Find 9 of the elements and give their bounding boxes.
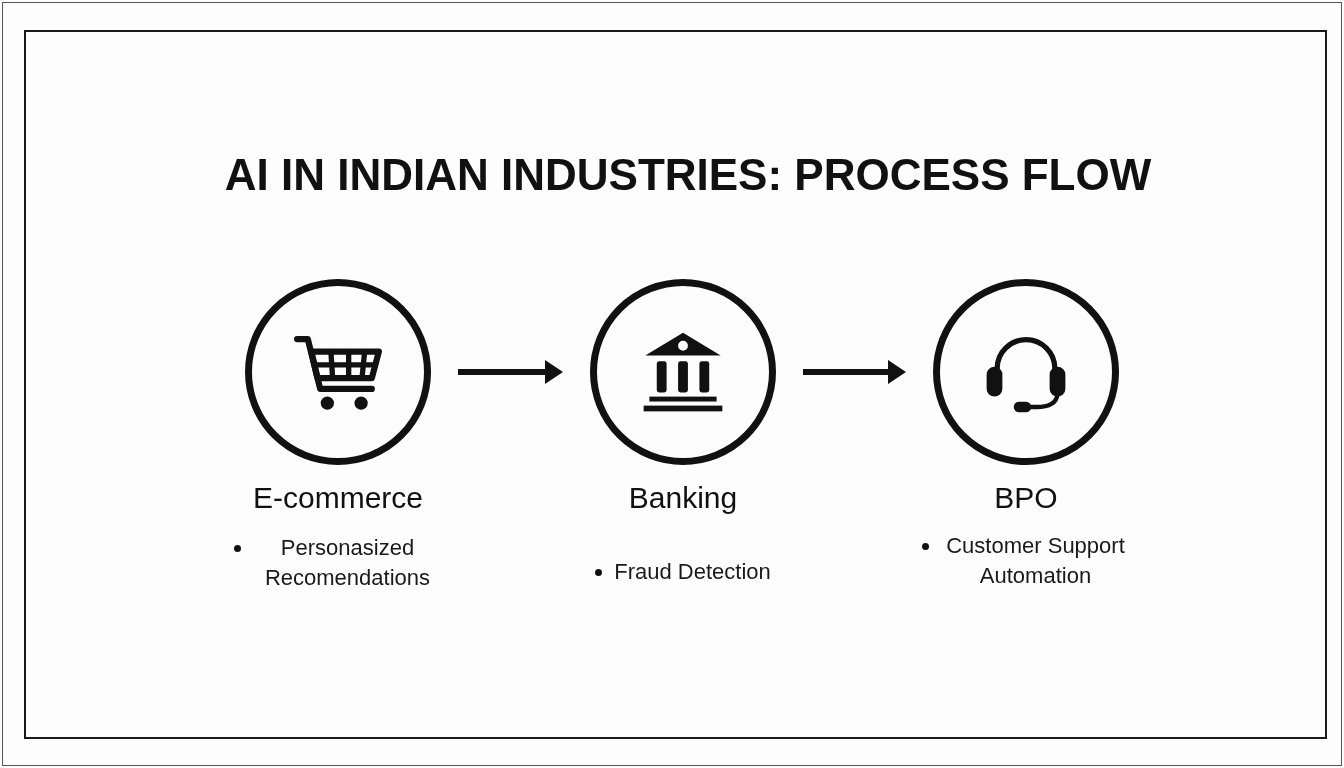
category-heading: BPO: [994, 480, 1058, 516]
category-heading: Banking: [628, 480, 738, 516]
arrow: [458, 360, 563, 384]
bullet-text: Customer Support Automation: [945, 532, 1126, 590]
bullet-text: Personasized Recomendations: [263, 534, 432, 592]
bullet-text: Fraud Detection: [614, 558, 771, 586]
arrow: [803, 360, 906, 384]
title: AI IN INDIAN INDUSTRIES: PROCESS FLOW: [224, 149, 1152, 201]
category-heading: E-commerce: [253, 480, 423, 516]
